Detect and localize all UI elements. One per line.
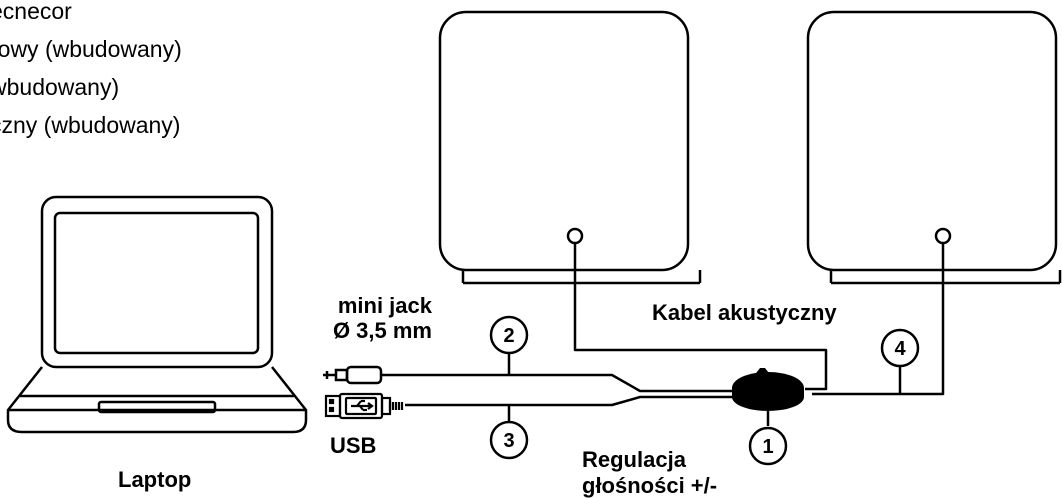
- speaker-cable-label: Kabel akustyczny: [652, 300, 837, 325]
- intro-line-3: wbudowany): [0, 74, 120, 100]
- volume-control-label: Regulacja głośności +/-: [582, 447, 717, 499]
- callout-1-number: 1: [762, 436, 773, 458]
- mini-jack-plug-icon: [323, 365, 383, 385]
- callout-4: 4: [880, 328, 920, 368]
- right-speaker-port-icon: [934, 227, 952, 245]
- callout-leaders: [507, 353, 902, 422]
- left-speaker-port-icon: [566, 227, 584, 245]
- callout-2-number: 2: [503, 325, 514, 347]
- right-speaker: [806, 10, 1062, 285]
- mini-jack-label: mini jack Ø 3,5 mm: [300, 293, 432, 343]
- volume-label-line1: Regulacja: [582, 447, 686, 472]
- callout-2: 2: [489, 315, 529, 355]
- callout-1: 1: [748, 426, 788, 466]
- intro-text: ecnecor rowy (wbudowany) wbudowany) czny…: [0, 0, 182, 144]
- volume-label-line2: głośności +/-: [582, 473, 718, 498]
- mini-jack-label-line1: mini jack: [337, 293, 432, 318]
- callout-3: 3: [489, 420, 529, 460]
- usb-label: USB: [330, 433, 377, 458]
- laptop-icon: [6, 195, 308, 434]
- callout-3-number: 3: [503, 430, 514, 452]
- laptop-label: Laptop: [118, 467, 192, 492]
- left-speaker: [438, 10, 702, 285]
- mini-jack-label-line2: Ø 3,5 mm: [332, 318, 432, 343]
- volume-control-icon: [732, 368, 804, 426]
- usb-plug-icon: [324, 392, 404, 420]
- intro-line-4: czny (wbudowany): [0, 112, 181, 138]
- intro-line-1: ecnecor: [0, 0, 72, 24]
- intro-line-2: rowy (wbudowany): [0, 36, 182, 62]
- callout-4-number: 4: [894, 338, 906, 360]
